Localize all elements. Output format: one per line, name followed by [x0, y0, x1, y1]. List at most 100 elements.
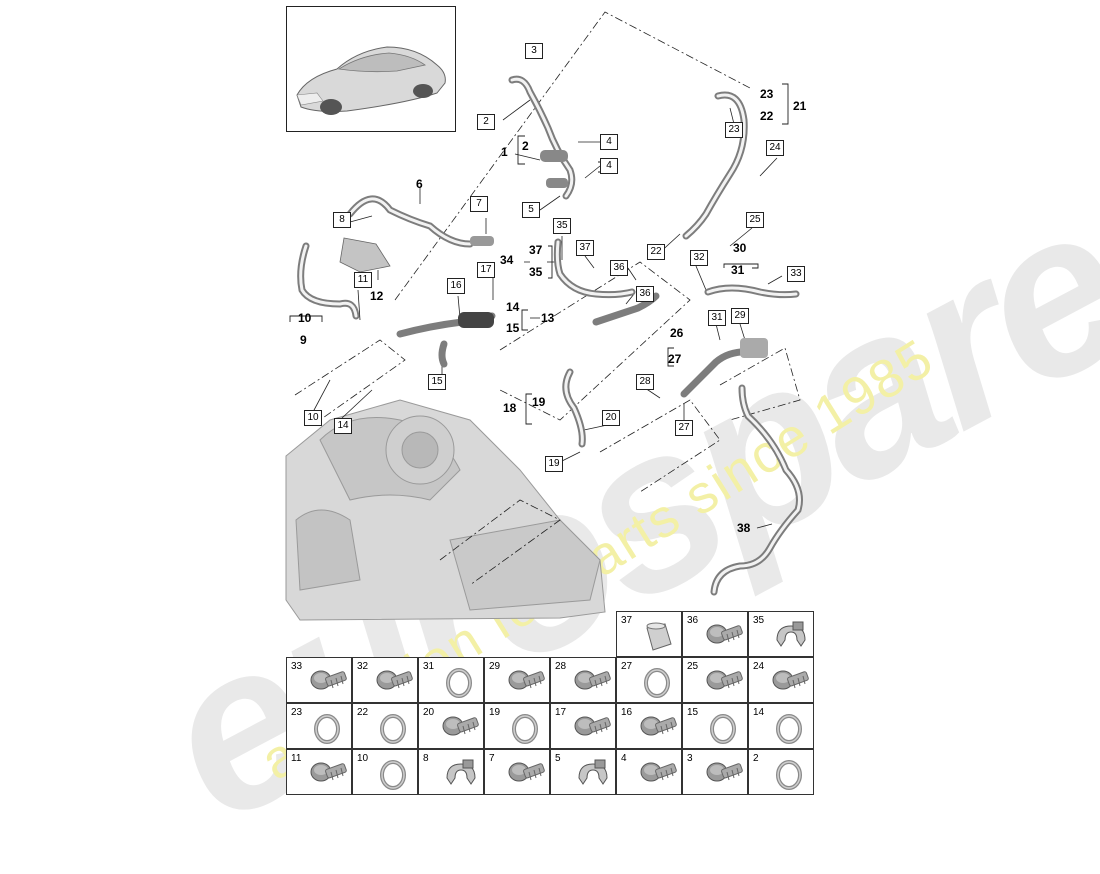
parts-cell-number: 16 — [621, 707, 633, 718]
callout-9: 9 — [300, 333, 307, 347]
parts-cell-number: 32 — [357, 661, 369, 672]
box-callout-33: 33 — [787, 266, 805, 282]
box-callout-16: 16 — [447, 278, 465, 294]
engine-block — [285, 399, 606, 621]
parts-cell-20: 20 — [418, 703, 484, 749]
callout-10: 10 — [298, 311, 312, 325]
parts-cell-7: 7 — [484, 749, 550, 795]
box-callout-22: 22 — [647, 244, 665, 260]
parts-cell-number: 27 — [621, 661, 633, 672]
fittings — [339, 150, 768, 358]
parts-cell-28: 28 — [550, 657, 616, 703]
box-callout-4a: 4 — [600, 134, 618, 150]
box-callout-35: 35 — [553, 218, 571, 234]
callout-13: 13 — [541, 311, 555, 325]
callout-2: 2 — [522, 139, 529, 153]
box-callout-3: 3 — [525, 43, 543, 59]
parts-cell-10: 10 — [352, 749, 418, 795]
box-callout-7: 7 — [470, 196, 488, 212]
parts-cell-number: 36 — [687, 615, 699, 626]
parts-cell-22: 22 — [352, 703, 418, 749]
box-callout-15: 15 — [428, 374, 446, 390]
callout-19: 19 — [532, 395, 546, 409]
parts-cell-5: 5 — [550, 749, 616, 795]
callout-18: 18 — [503, 401, 517, 415]
parts-cell-37: 37 — [616, 611, 682, 657]
callout-37: 37 — [529, 243, 543, 257]
parts-cell-number: 25 — [687, 661, 699, 672]
box-callout-10: 10 — [304, 410, 322, 426]
parts-cell-number: 37 — [621, 615, 633, 626]
parts-cell-17: 17 — [550, 703, 616, 749]
parts-cell-number: 11 — [291, 753, 302, 764]
callout-15: 15 — [506, 321, 520, 335]
box-callout-27: 27 — [675, 420, 693, 436]
box-callout-4b: 4 — [600, 158, 618, 174]
callout-38: 38 — [737, 521, 751, 535]
callout-21: 21 — [793, 99, 807, 113]
parts-cell-number: 14 — [753, 707, 765, 718]
parts-cell-number: 20 — [423, 707, 435, 718]
box-callout-8: 8 — [333, 212, 351, 228]
box-callout-31: 31 — [708, 310, 726, 326]
callout-27: 27 — [668, 352, 682, 366]
parts-cell-25: 25 — [682, 657, 748, 703]
parts-cell-number: 10 — [357, 753, 369, 764]
box-callout-28: 28 — [636, 374, 654, 390]
callout-35: 35 — [529, 265, 543, 279]
callout-31: 31 — [731, 263, 745, 277]
parts-cell-29: 29 — [484, 657, 550, 703]
callout-22: 22 — [760, 109, 774, 123]
callout-34: 34 — [500, 253, 514, 267]
callout-14: 14 — [506, 300, 520, 314]
box-callout-11: 11 — [354, 272, 372, 288]
parts-cell-35: 35 — [748, 611, 814, 657]
parts-cell-number: 17 — [555, 707, 567, 718]
parts-cell-number: 5 — [555, 753, 561, 764]
box-callout-23: 23 — [725, 122, 743, 138]
parts-cell-31: 31 — [418, 657, 484, 703]
box-callout-24: 24 — [766, 140, 784, 156]
box-callout-37: 37 — [576, 240, 594, 256]
parts-cell-number: 33 — [291, 661, 303, 672]
parts-diagram: eurospares a passion for parts since 198… — [122, 6, 1100, 870]
box-callout-5: 5 — [522, 202, 540, 218]
parts-cell-8: 8 — [418, 749, 484, 795]
parts-cell-number: 8 — [423, 753, 429, 764]
parts-cell-24: 24 — [748, 657, 814, 703]
callout-6: 6 — [416, 177, 423, 191]
parts-cell-number: 19 — [489, 707, 501, 718]
parts-cell-32: 32 — [352, 657, 418, 703]
callout-12: 12 — [370, 289, 384, 303]
parts-cell-number: 31 — [423, 661, 435, 672]
parts-cell-2: 2 — [748, 749, 814, 795]
parts-cell-number: 15 — [687, 707, 699, 718]
parts-cell-33: 33 — [286, 657, 352, 703]
parts-cell-19: 19 — [484, 703, 550, 749]
parts-cell-number: 22 — [357, 707, 369, 718]
parts-cell-11: 11 — [286, 749, 352, 795]
vehicle-thumbnail — [286, 6, 456, 132]
parts-cell-14: 14 — [748, 703, 814, 749]
parts-cell-number: 23 — [291, 707, 303, 718]
parts-cell-3: 3 — [682, 749, 748, 795]
parts-cell-27: 27 — [616, 657, 682, 703]
parts-cell-number: 28 — [555, 661, 567, 672]
parts-cell-number: 4 — [621, 753, 627, 764]
box-callout-14: 14 — [334, 418, 352, 434]
box-callout-36a: 36 — [610, 260, 628, 276]
parts-cell-15: 15 — [682, 703, 748, 749]
parts-cell-number: 3 — [687, 753, 693, 764]
hose-diagram — [285, 11, 803, 621]
callout-23: 23 — [760, 87, 774, 101]
box-callout-25: 25 — [746, 212, 764, 228]
callout-26: 26 — [670, 326, 684, 340]
parts-cell-number: 29 — [489, 661, 501, 672]
parts-cell-23: 23 — [286, 703, 352, 749]
box-callout-2: 2 — [477, 114, 495, 130]
parts-cell-36: 36 — [682, 611, 748, 657]
parts-cell-number: 35 — [753, 615, 765, 626]
box-callout-17: 17 — [477, 262, 495, 278]
parts-cell-16: 16 — [616, 703, 682, 749]
parts-cell-number: 7 — [489, 753, 495, 764]
